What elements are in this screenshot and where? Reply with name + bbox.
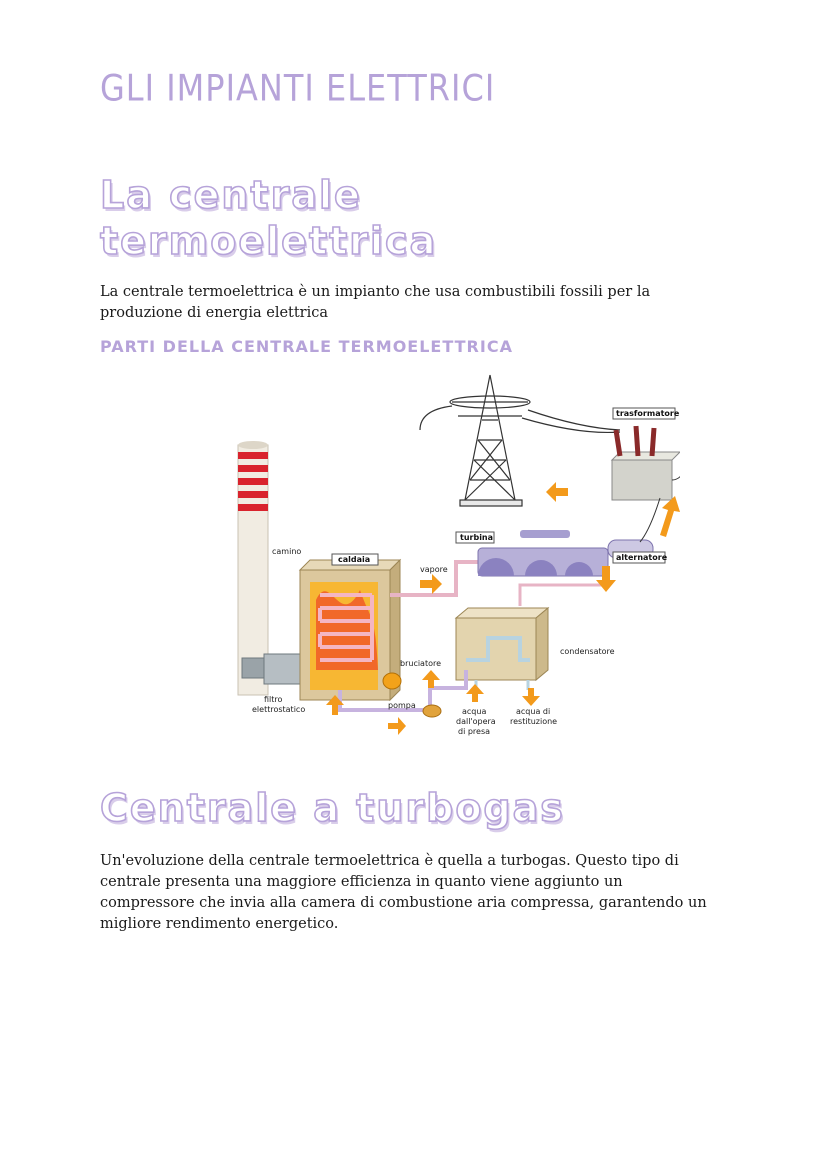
label-acqua-presa-2: dall'opera (456, 717, 496, 726)
electricity-pylon-illustration (419, 374, 621, 507)
label-caldaia: caldaia (338, 555, 370, 564)
boiler-illustration (298, 558, 402, 702)
label-filtro-1: filtro (264, 695, 283, 704)
chimney-illustration (237, 441, 269, 696)
section-body-turbogas: Un'evoluzione della centrale termoelettr… (100, 853, 707, 932)
pump-illustration (422, 704, 442, 718)
label-trasformatore: trasformatore (616, 409, 680, 418)
label-acqua-rest-2: restituzione (510, 717, 557, 726)
label-filtro-2: elettrostatico (252, 705, 305, 714)
label-bruciatore: bruciatore (400, 659, 441, 668)
subheading-parti-centrale: PARTI DELLA CENTRALE TERMOELETTRICA (100, 337, 513, 356)
label-pompa: pompa (388, 701, 416, 710)
label-acqua-rest-1: acqua di (516, 707, 550, 716)
section-body-centrale: La centrale termoelettrica è un impianto… (100, 284, 651, 321)
label-turbina: turbina (460, 533, 493, 542)
flow-arrows (326, 482, 680, 735)
label-acqua-presa-1: acqua (462, 707, 486, 716)
label-vapore: vapore (420, 565, 448, 574)
section-heading-centrale-termoelettrica: La centrale termoelettrica (99, 172, 700, 264)
condenser-illustration (454, 583, 608, 682)
heading-line-1: La centrale (99, 172, 362, 218)
power-plant-diagram: camino caldaia vapore turbina trasformat… (220, 370, 680, 750)
section-heading-centrale-turbogas: Centrale a turbogas (99, 785, 565, 831)
heading-line-2: termoelettrica (99, 218, 438, 264)
transformer-illustration (610, 425, 680, 543)
label-camino: camino (272, 547, 301, 556)
burner-illustration (382, 672, 402, 690)
turbine-illustration (477, 530, 609, 577)
page-title: GLI IMPIANTI ELETTRICI (100, 66, 496, 110)
label-acqua-presa-3: di presa (458, 727, 490, 736)
label-condensatore: condensatore (560, 647, 615, 656)
label-alternatore: alternatore (616, 553, 668, 562)
power-plant-illustration: camino caldaia vapore turbina trasformat… (237, 374, 680, 736)
